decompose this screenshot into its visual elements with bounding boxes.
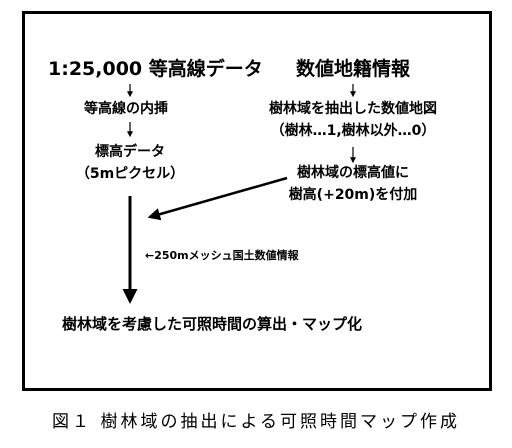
left-step-elevation-line1: 標高データ: [95, 144, 165, 160]
right-step-tree-height-line2: 樹高(+20m)を付加: [288, 187, 418, 203]
diagram-frame: [22, 11, 492, 391]
right-step-forest-map-line1: 樹林域を抽出した数値地図: [269, 101, 437, 117]
side-note-mesh-data: ←250mメッシュ国土数値情報: [145, 249, 299, 262]
right-step-tree-height-line1: 樹林域の標高値に: [297, 165, 409, 181]
left-title: 1:25,000 等高線データ: [48, 58, 263, 80]
figure-caption: 図１ 樹林域の抽出による可照時間マップ作成: [52, 412, 460, 432]
right-step-forest-map-line2: （樹林…1,樹林以外…0）: [270, 123, 436, 139]
left-step-interpolation: 等高線の内挿: [84, 101, 168, 117]
right-title: 数値地籍情報: [295, 58, 410, 80]
left-step-elevation-line2: （5mピクセル）: [75, 166, 185, 182]
arrow-diagonal-merge: [147, 176, 288, 221]
result-label: 樹林域を考慮した可照時間の算出・マップ化: [62, 315, 363, 333]
